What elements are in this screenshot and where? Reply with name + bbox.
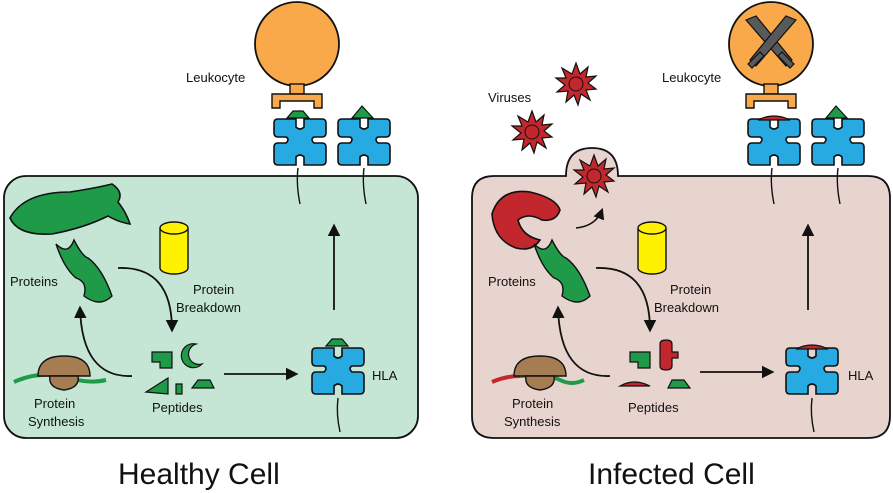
crossed-swords-icon [744, 15, 798, 69]
healthy-arrow-breakdown [117, 267, 179, 333]
infected-breakdown-label-2: Breakdown [654, 300, 719, 315]
healthy-proteins-label: Proteins [10, 274, 58, 289]
healthy-breakdown-label-2: Breakdown [176, 300, 241, 315]
healthy-internal-hla [311, 338, 365, 433]
infected-cell-panel: Viruses Leukocyte Prot [471, 1, 891, 491]
healthy-peptides-label: Peptides [152, 400, 203, 415]
cylinder-icon [637, 221, 667, 275]
infected-arrow-breakdown [595, 267, 657, 333]
infected-hla-label: HLA [848, 368, 874, 383]
cylinder-icon [159, 221, 189, 275]
infected-proteins-label: Proteins [488, 274, 536, 289]
healthy-arrow-synthesis [73, 305, 133, 377]
infected-leukocyte-label: Leukocyte [662, 70, 721, 85]
infected-leukocyte [728, 1, 814, 109]
healthy-surface-hla-1 [273, 110, 327, 205]
infected-breakdown-label-1: Protein [670, 282, 711, 297]
healthy-cell-title: Healthy Cell [118, 458, 280, 491]
healthy-surface-hla-2 [337, 105, 391, 205]
infected-peptides [617, 339, 692, 389]
healthy-synthesis-label-2: Synthesis [28, 414, 85, 429]
healthy-breakdown-label-1: Protein [193, 282, 234, 297]
spiky-virus-icon [511, 110, 553, 154]
healthy-leukocyte-label: Leukocyte [186, 70, 245, 85]
infected-arrow-export [575, 207, 605, 229]
infected-viral-protein [491, 190, 561, 250]
healthy-peptides [144, 343, 215, 395]
infected-surface-hla-2 [811, 105, 865, 205]
healthy-hla-label: HLA [372, 368, 398, 383]
infected-viruses-label: Viruses [488, 90, 532, 105]
healthy-synthesis-label-1: Protein [34, 396, 75, 411]
infected-peptides-label: Peptides [628, 400, 679, 415]
infected-internal-hla [785, 344, 839, 433]
infected-surface-hla-1 [747, 115, 801, 205]
infected-synthesis-label-1: Protein [512, 396, 553, 411]
healthy-leukocyte [254, 1, 340, 109]
infected-arrow-synthesis [551, 305, 611, 377]
spiky-virus-icon [555, 62, 597, 106]
healthy-large-protein [9, 183, 132, 235]
infected-synthesis-label-2: Synthesis [504, 414, 561, 429]
healthy-cell-panel: Leukocyte Proteins Protein Breakdown Pro… [3, 1, 419, 491]
infected-cell-title: Infected Cell [588, 458, 755, 491]
